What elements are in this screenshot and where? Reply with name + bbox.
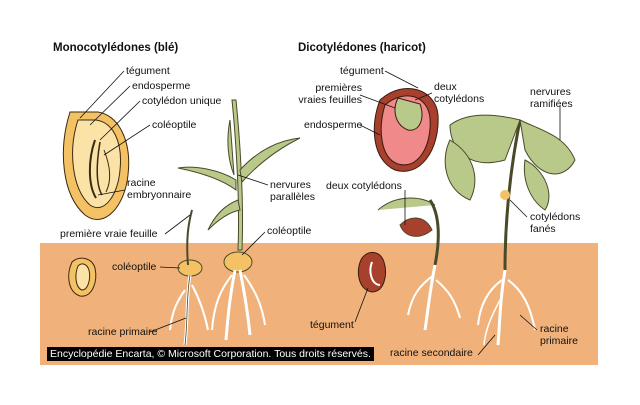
label-racine-secondaire: racine secondaire	[390, 347, 473, 359]
label-racine-primaire-dico: racine primaire	[540, 323, 578, 347]
mono-seedling-1	[169, 209, 209, 346]
label-deux-cotyledons-top: deux cotylédons	[434, 81, 485, 105]
label-cotyledon-unique: cotylédon unique	[142, 95, 222, 107]
mono-seedling-2	[177, 99, 301, 341]
wheat-grain	[62, 111, 130, 220]
label-racine-embryonnaire: racine embryonnaire	[127, 177, 192, 201]
label-tegument-bottom: tégument	[310, 319, 354, 331]
label-cotyledons-fanes: cotylédons fanés	[530, 211, 581, 235]
copyright-credit: Encyclopédie Encarta, © Microsoft Corpor…	[47, 347, 374, 361]
label-deux-cotyledons: deux cotylédons	[326, 180, 402, 192]
label-endosperme-dico: endosperme	[304, 119, 363, 131]
dico-leader-lines	[354, 70, 561, 356]
label-coleoptile-grain: coléoptile	[152, 119, 197, 131]
label-nervures-ramifiees: nervures ramifiées	[530, 86, 573, 110]
label-tegument-dico: tégument	[340, 65, 384, 77]
label-coleoptile-plant: coléoptile	[267, 225, 312, 237]
dico-seedling-3	[444, 114, 576, 346]
bean-seed	[373, 88, 439, 172]
label-premiere-vraie-feuille: première vraie feuille	[60, 228, 158, 240]
label-nervures-paralleles: nervures parallèles	[270, 179, 315, 203]
dico-seedling-2	[377, 197, 461, 331]
title-dico: Dicotylédones (haricot)	[298, 42, 426, 54]
title-mono: Monocotylédones (blé)	[53, 42, 179, 54]
small-bean	[357, 252, 386, 293]
label-racine-primaire-mono: racine primaire	[88, 326, 158, 338]
label-tegument: tégument	[126, 65, 170, 77]
label-premieres-vraies-feuilles: premières vraies feuilles	[298, 82, 362, 106]
small-grain	[68, 257, 97, 297]
label-endosperme: endosperme	[132, 80, 191, 92]
label-coleoptile-soil: coléoptile	[112, 261, 157, 273]
mono-leader-lines	[79, 70, 269, 333]
